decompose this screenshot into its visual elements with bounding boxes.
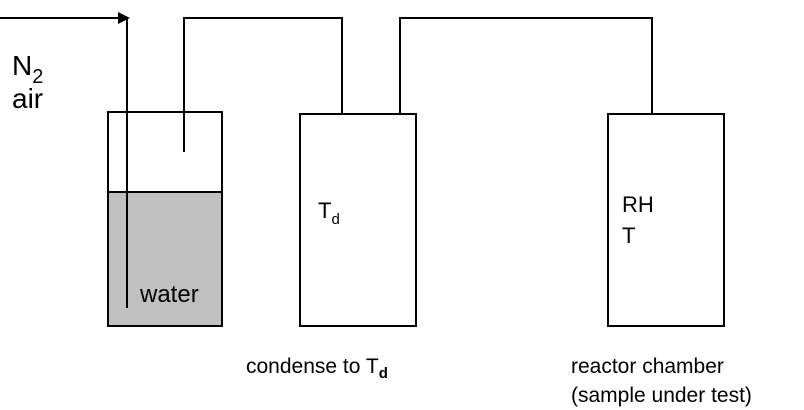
- reactor-t-label: T: [622, 223, 635, 248]
- tube-bubbler-to-condenser: [183, 17, 343, 152]
- air-label: air: [12, 83, 43, 114]
- inlet-arrow: [0, 12, 130, 24]
- reactor-rh-label: RH: [622, 192, 654, 217]
- reactor-chamber: RH T: [607, 113, 725, 327]
- reactor-box: [607, 113, 725, 327]
- water-bubbler: water: [107, 18, 223, 327]
- condenser: Td: [299, 113, 417, 327]
- tube-condenser-to-reactor: [399, 17, 653, 114]
- condenser-temperature-label: Td: [318, 198, 340, 228]
- condenser-caption: condense to Td: [246, 355, 388, 382]
- reactor-caption-line2: (sample under test): [571, 384, 752, 407]
- condenser-box: [299, 113, 417, 327]
- bubbler-vessel: [107, 111, 223, 327]
- water-label: water: [139, 281, 199, 308]
- reactor-caption-line1: reactor chamber: [571, 355, 724, 378]
- gas-n2-label: N2: [12, 50, 43, 88]
